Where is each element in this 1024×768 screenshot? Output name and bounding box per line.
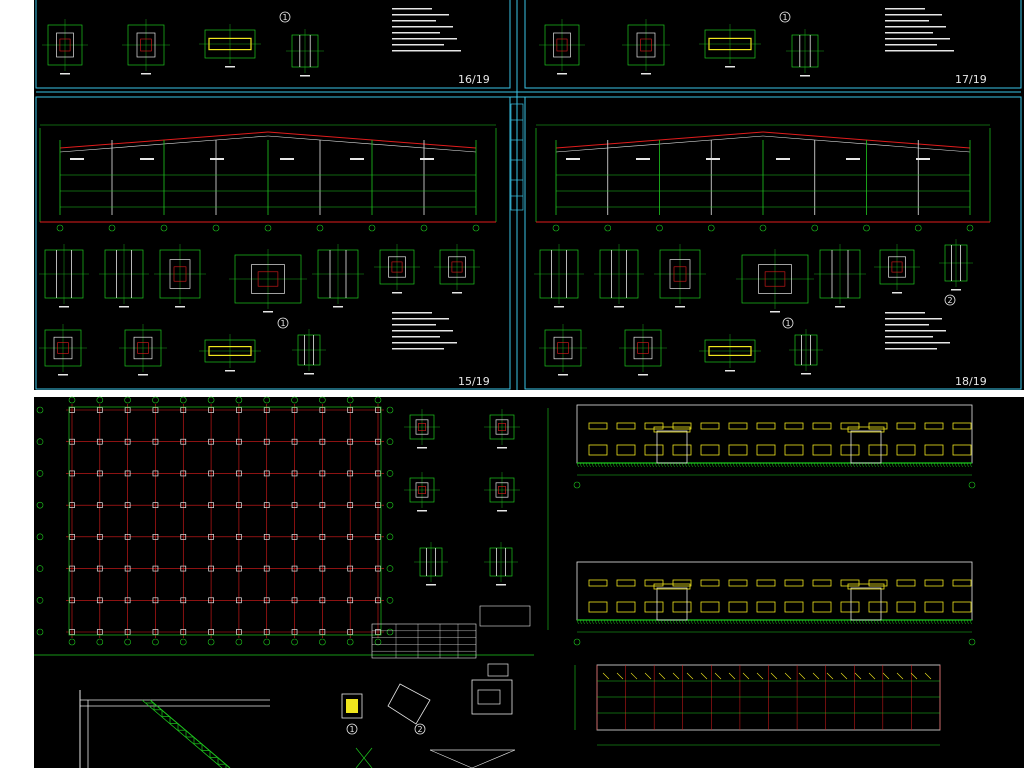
detail-mark-1c: 1 [782,13,787,22]
detail-block [814,244,866,308]
top-drawing-panel [34,0,1024,390]
detail-block [122,19,170,75]
detail-block [539,19,585,75]
detail-block [404,472,440,512]
detail-block [874,244,920,294]
detail-block [539,324,587,376]
detail-callouts: 1 1 1 1 2 1 2 [277,11,956,735]
detail-block [699,334,761,372]
sheet-16-frame [35,0,511,89]
sheet-15-frame [35,96,511,390]
detail-block [42,19,88,75]
detail-block [414,542,448,586]
detail-block [736,249,814,313]
detail-mark-1d: 1 [785,319,790,328]
detail-block [699,24,761,68]
detail-block [404,409,440,449]
notes-text [885,8,954,52]
detail-mark-2b: 2 [417,725,422,734]
schedule-table [371,605,531,659]
sheet-17-frame [524,0,1022,89]
detail-block [434,244,480,294]
detail-block [99,244,149,308]
building-elevation [573,404,976,489]
stair-and-node-details [79,663,516,768]
building-elevation [573,561,976,646]
notes-text [392,8,461,52]
detail-block [484,472,520,512]
notes-text [885,312,950,350]
building-elevations [547,404,976,746]
detail-block [484,542,518,586]
detail-block [789,329,823,375]
detail-block [622,19,670,75]
sheet-18-number: 18/19 [955,375,987,388]
detail-block [154,244,206,308]
detail-block [312,244,364,308]
column-layout-plan [34,396,534,659]
detail-block [119,324,167,376]
detail-block [619,324,667,376]
sheet-15-number: 15/19 [458,375,490,388]
detail-block [229,249,307,313]
sheet-17-number: 17/19 [955,73,987,86]
frame-elevation [535,124,991,232]
detail-block [786,29,824,77]
detail-mark-2a: 2 [947,296,952,305]
detail-block [286,29,324,77]
detail-block [939,239,973,291]
detail-block [374,244,420,294]
detail-block [199,334,261,372]
frame-elevation [39,124,497,232]
sheet-16-number: 16/19 [458,73,490,86]
section-elevation [574,664,941,746]
detail-mark-1b: 1 [280,319,285,328]
detail-block [484,409,520,449]
detail-block [199,24,261,68]
detail-block [654,244,706,308]
detail-block [39,244,89,308]
detail-block [292,329,326,375]
bottom-drawing-panel [34,397,1024,768]
notes-text [392,312,457,350]
detail-mark-1a: 1 [282,13,287,22]
detail-block [534,244,584,308]
connection-details [39,8,973,586]
sheet-18-frame [524,96,1022,390]
portal-frame-elevations [39,124,991,232]
detail-mark-1e: 1 [349,725,354,734]
detail-block [39,324,87,376]
detail-block [594,244,644,308]
title-block-strip [510,103,524,211]
